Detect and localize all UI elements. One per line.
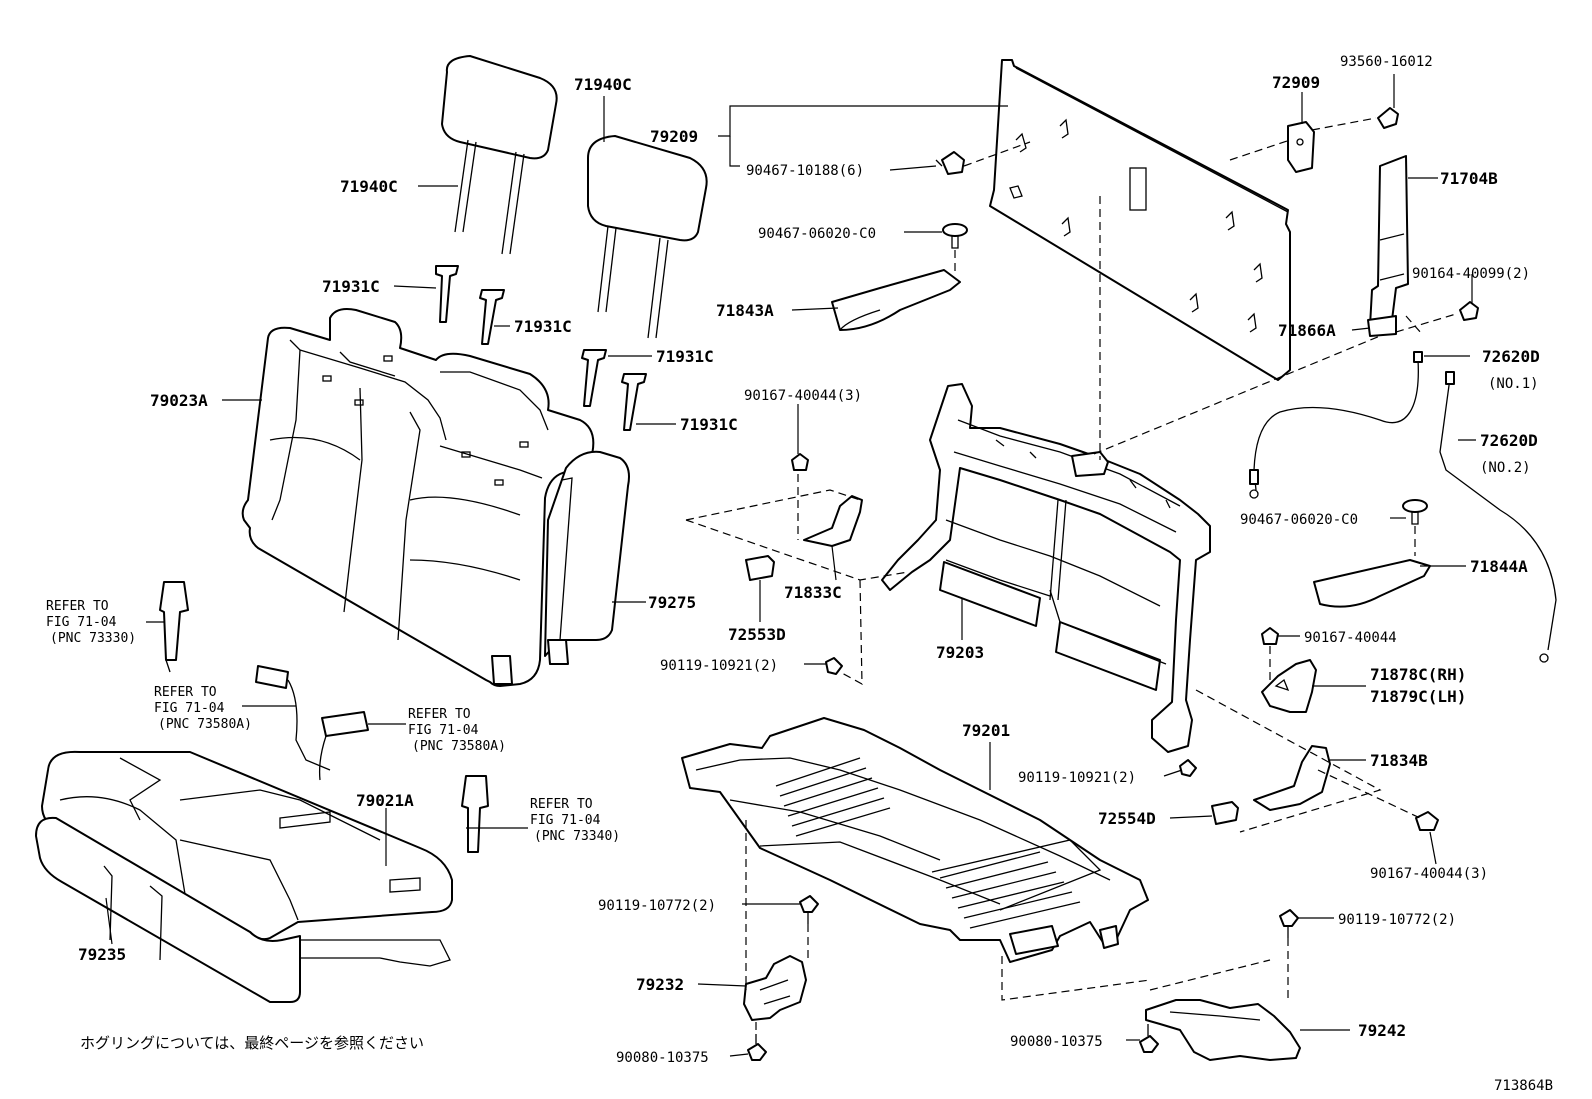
cap-72554D (1211, 801, 1239, 825)
label-72909: 72909 (1272, 73, 1320, 92)
cover-71843A (831, 269, 961, 331)
ref4-line2: FIG 71-04 (530, 813, 601, 828)
label-90164-40099: 90164-40099(2) (1412, 266, 1530, 282)
seat-back-assembly (241, 308, 630, 687)
label-71879C: 71879C(LH) (1370, 687, 1466, 706)
bolt-90119-10772-a (799, 895, 819, 924)
bracket-71834B (1253, 745, 1331, 811)
label-79023A: 79023A (150, 391, 208, 410)
bracket-71833C (803, 495, 863, 547)
label-90119-10772-b: 90119-10772(2) (1338, 912, 1456, 928)
bolt-90080-10375-b (1139, 1024, 1159, 1053)
cover-71844A (1313, 559, 1431, 608)
ref2-line1: REFER TO (154, 685, 217, 700)
label-79275: 79275 (648, 593, 696, 612)
label-93560-16012: 93560-16012 (1340, 54, 1433, 70)
bracket-72909 (1287, 107, 1399, 173)
bolt-90080-10375-a (747, 1034, 767, 1061)
ref1-line3: (PNC 73330) (50, 631, 136, 646)
push-clip-a (942, 223, 968, 249)
ref3-line1: REFER TO (408, 707, 471, 722)
headrest-guides (435, 265, 647, 431)
push-clip-b (1402, 499, 1428, 525)
ref2-line2: FIG 71-04 (154, 701, 225, 716)
label-71931C-a: 71931C (322, 277, 380, 296)
label-79203: 79203 (936, 643, 984, 662)
headrest-right (587, 135, 708, 339)
hog-ring-note: ホグリングについては、最終ページを参照ください (80, 1034, 424, 1052)
label-no2: (NO.2) (1480, 460, 1531, 476)
ref4-line3: (PNC 73340) (534, 829, 620, 844)
label-72553D: 72553D (728, 625, 786, 644)
ref3-line3: (PNC 73580A) (412, 739, 506, 754)
label-90467-06020-a: 90467-06020-C0 (758, 226, 876, 242)
label-71833C: 71833C (784, 583, 842, 602)
label-90080-10375-a: 90080-10375 (616, 1050, 709, 1066)
label-90119-10921-a: 90119-10921(2) (660, 658, 778, 674)
ref1-line2: FIG 71-04 (46, 615, 117, 630)
label-90167-40044-3a: 90167-40044(3) (744, 388, 862, 404)
label-71866A: 71866A (1278, 321, 1336, 340)
leader-lines (105, 74, 1476, 1057)
seat-back-frame (881, 383, 1211, 753)
label-90119-10772-a: 90119-10772(2) (598, 898, 716, 914)
label-90167-40044: 90167-40044 (1304, 630, 1397, 646)
ref1-line1: REFER TO (46, 599, 109, 614)
label-72620D-no2: 72620D (1480, 431, 1538, 450)
label-72620D-no1: 72620D (1482, 347, 1540, 366)
label-71931C-c: 71931C (656, 347, 714, 366)
label-90080-10375-b: 90080-10375 (1010, 1034, 1103, 1050)
label-71940C-right: 71940C (574, 75, 632, 94)
label-79021A: 79021A (356, 791, 414, 810)
hinge-79232 (743, 955, 807, 1021)
label-71931C-b: 71931C (514, 317, 572, 336)
label-71844A: 71844A (1470, 557, 1528, 576)
label-72554D: 72554D (1098, 809, 1156, 828)
seat-cushion-frame (681, 717, 1149, 963)
label-90467-10188: 90467-10188(6) (746, 163, 864, 179)
label-90119-10921-b: 90119-10921(2) (1018, 770, 1136, 786)
label-71878C: 71878C(RH) (1370, 665, 1466, 684)
seatbelt-buckles (159, 581, 489, 853)
label-71931C-d: 71931C (680, 415, 738, 434)
bolt-90119-10772-b (1279, 909, 1299, 938)
label-71704B: 71704B (1440, 169, 1498, 188)
cover-71878C (1261, 659, 1317, 713)
hinge-79242 (1145, 999, 1301, 1061)
back-board (989, 59, 1291, 381)
bolt-90119-10921-b (1179, 759, 1197, 777)
label-no1: (NO.1) (1488, 376, 1539, 392)
bolt-90119-10921-a (825, 657, 843, 675)
part-labels: 71940C 71940C 79209 90467-10188(6) 72909… (78, 54, 1540, 1066)
cap-72553D (745, 555, 775, 581)
release-cables (1249, 351, 1557, 663)
clip-90467-10188 (935, 151, 965, 175)
slats-front (775, 757, 891, 837)
reference-notes: REFER TO FIG 71-04 (PNC 73330) REFER TO … (46, 599, 620, 844)
label-90167-40044-3b: 90167-40044(3) (1370, 866, 1488, 882)
ref2-line3: (PNC 73580A) (158, 717, 252, 732)
label-79242: 79242 (1358, 1021, 1406, 1040)
figure-id: 713864B (1494, 1078, 1553, 1094)
label-71940C-left: 71940C (340, 177, 398, 196)
bolt-90167-40044-a (791, 453, 809, 471)
bolt-90167-40044-b (1261, 627, 1279, 645)
cover-71704B (1367, 155, 1479, 337)
ref3-line2: FIG 71-04 (408, 723, 479, 738)
label-79235: 79235 (78, 945, 126, 964)
label-79209: 79209 (650, 127, 698, 146)
label-79201: 79201 (962, 721, 1010, 740)
label-71834B: 71834B (1370, 751, 1428, 770)
alignment-lines (685, 117, 1457, 1034)
label-90467-06020-b: 90467-06020-C0 (1240, 512, 1358, 528)
slats-rear (939, 851, 1081, 929)
bolt-90167-40044-c (1415, 811, 1439, 831)
label-71843A: 71843A (716, 301, 774, 320)
seat-cushion-assembly (35, 750, 453, 1003)
label-79232: 79232 (636, 975, 684, 994)
headrest-left (441, 55, 558, 255)
ref4-line1: REFER TO (530, 797, 593, 812)
